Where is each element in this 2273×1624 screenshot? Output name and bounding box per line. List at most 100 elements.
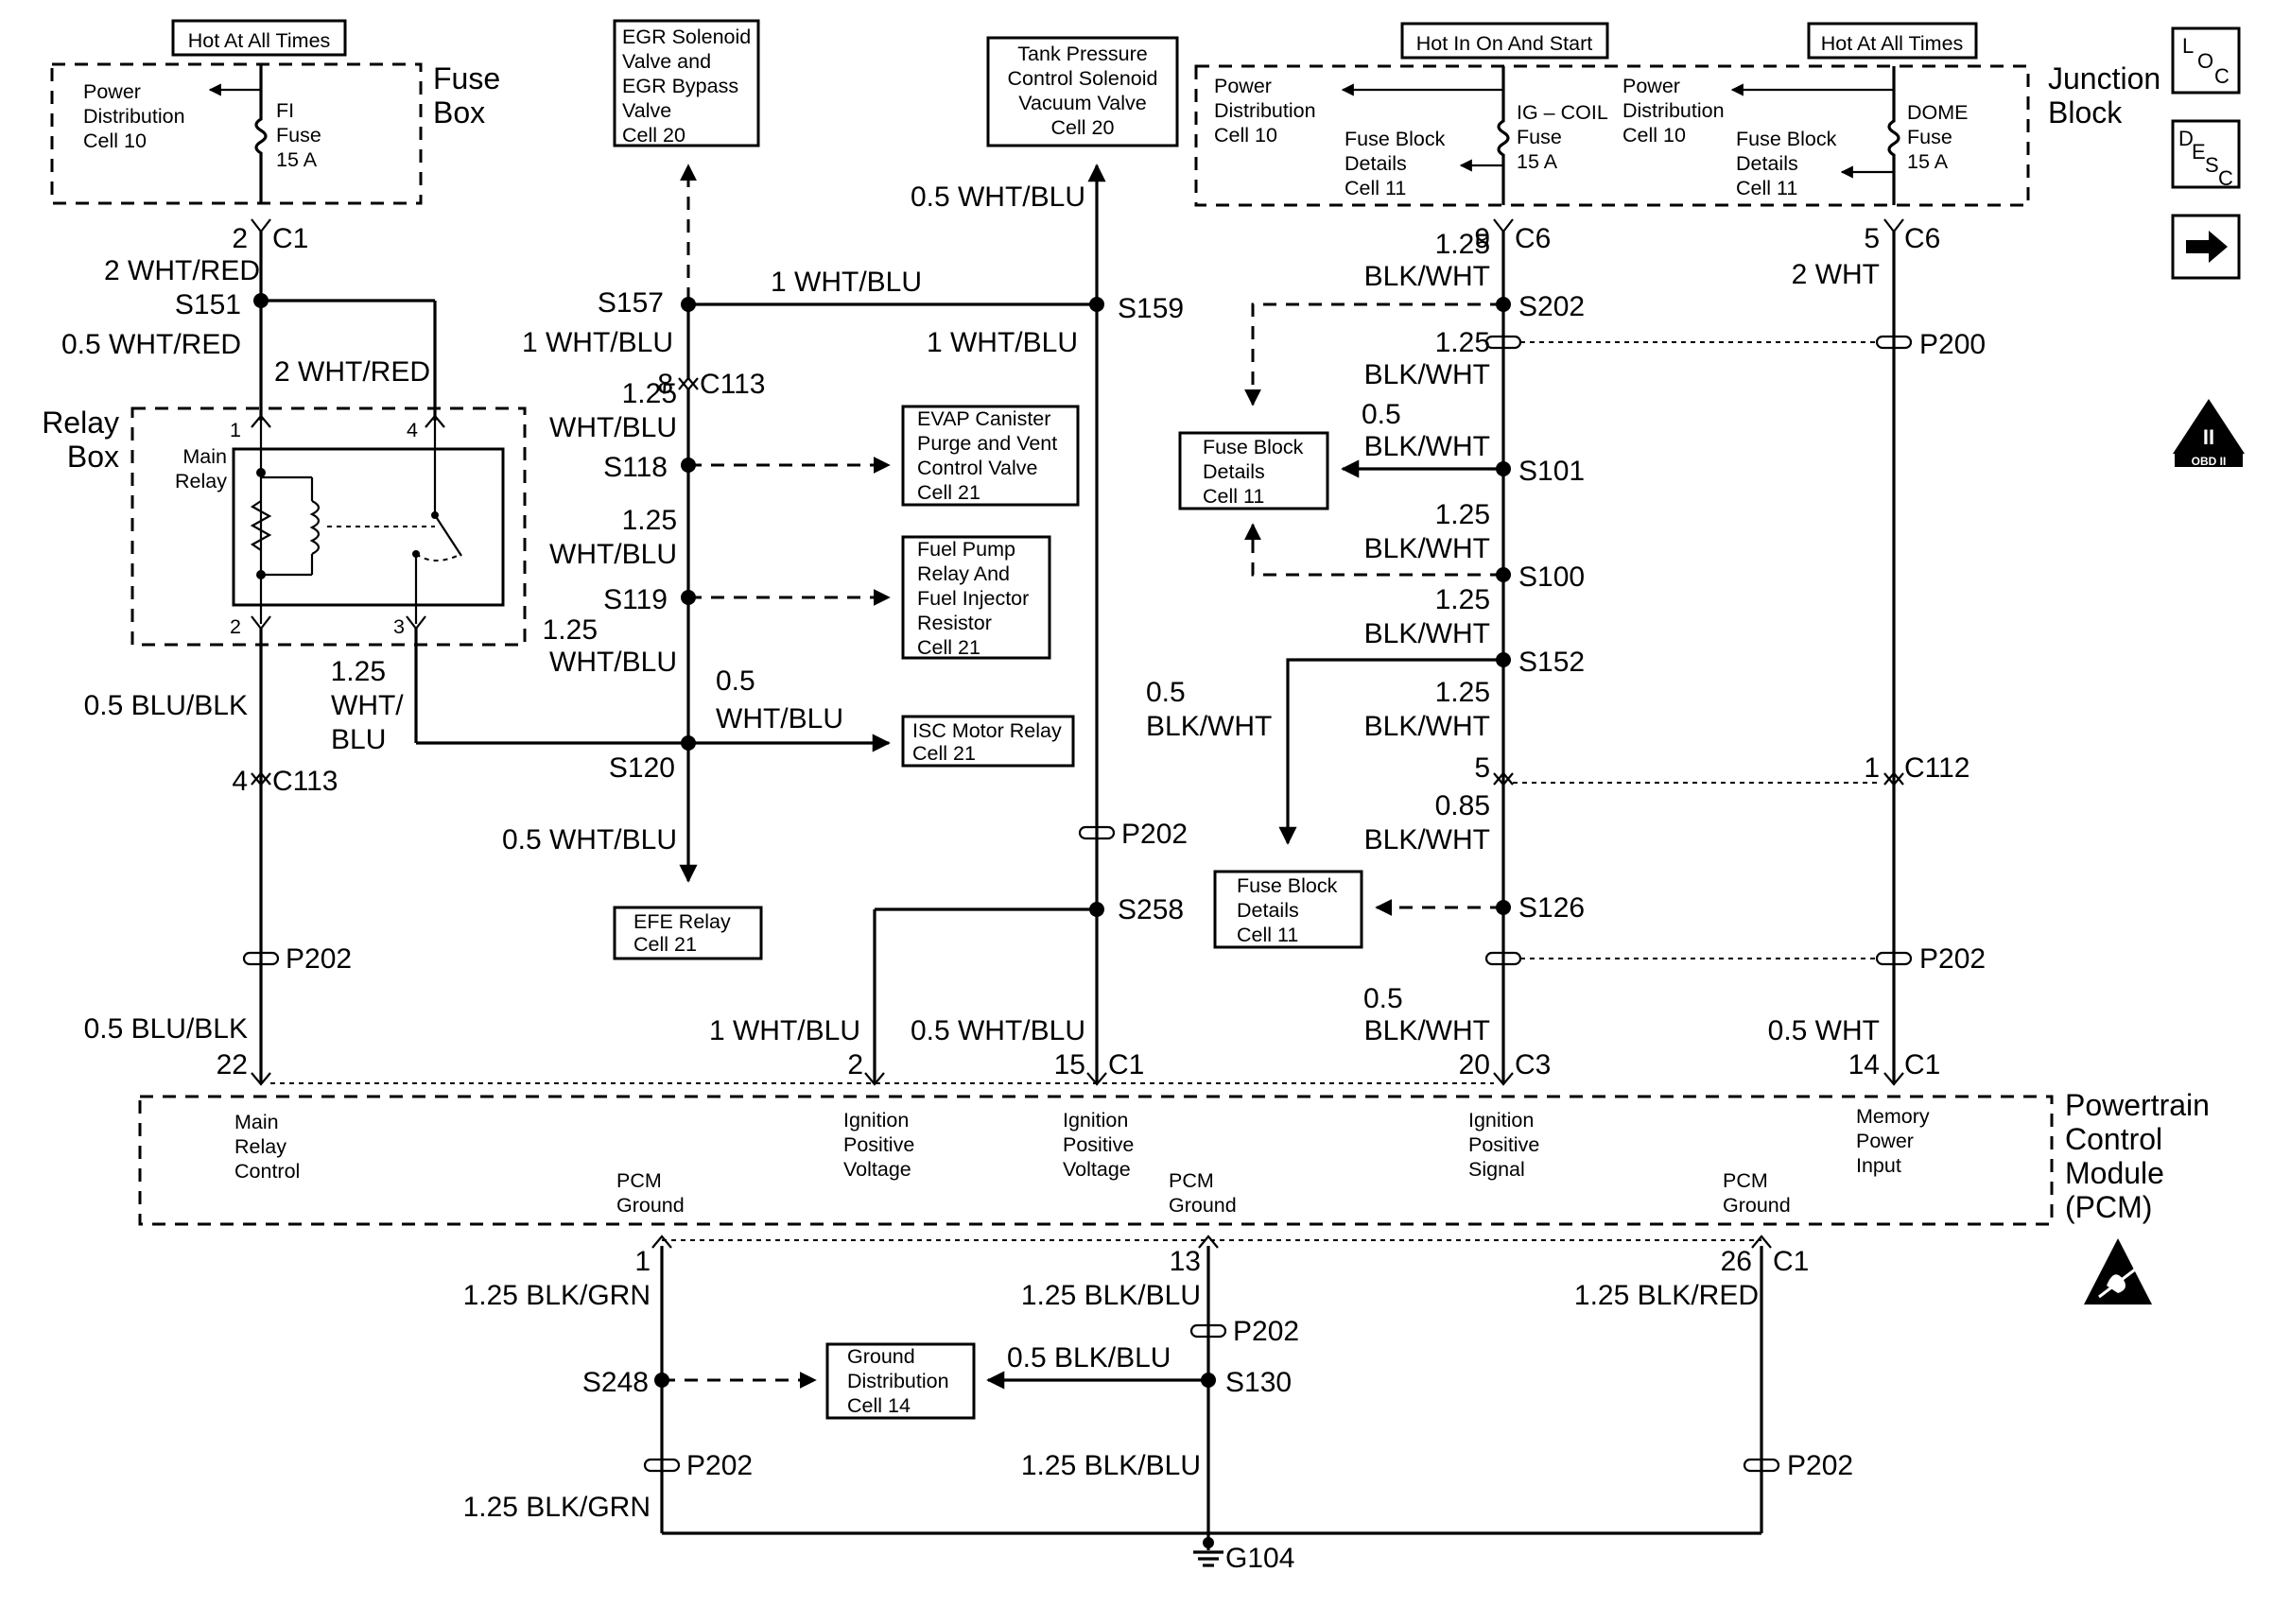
wire-1-25-blk-wht-e1: 1.25	[1435, 677, 1490, 708]
ground-distribution-reference[interactable]	[825, 1342, 976, 1420]
relay-box-title-1: Relay	[42, 406, 119, 440]
memory-power-a: Memory	[1856, 1105, 1930, 1128]
fuel-pump-ref-1: Fuel Pump	[917, 538, 1015, 561]
desc-e: E	[2192, 140, 2206, 164]
splice-s159	[1089, 297, 1104, 312]
splice-s157-label: S157	[598, 287, 664, 319]
p202-label-a: P202	[286, 943, 352, 975]
wire-1-25-wht-blu-a1: 1.25	[622, 378, 677, 409]
ign-pos-signal-a: Ignition	[1468, 1109, 1534, 1132]
pcm-module: Powertrain Control Module (PCM) Main Rel…	[138, 1082, 2210, 1241]
wire-1-25-blk-wht-c2: BLK/WHT	[1364, 533, 1490, 564]
obd-ii-numeral: II	[2203, 425, 2214, 449]
loc-l: L	[2182, 34, 2194, 58]
c1-connector-label: C1	[272, 223, 308, 254]
egr-reference-box[interactable]	[613, 19, 760, 147]
desc-s: S	[2205, 153, 2219, 177]
connector-c113-icon	[251, 772, 271, 786]
wire-0-5-blu-blk: 0.5 BLU/BLK	[84, 690, 248, 721]
wire-1-25-blk-wht-a2: BLK/WHT	[1364, 261, 1490, 292]
ign-pos-volt-2-b: Positive	[1063, 1133, 1134, 1156]
wire-0-5-wht-blu-isc-2: WHT/BLU	[716, 703, 843, 734]
wire-2-wht: 2 WHT	[1792, 259, 1880, 290]
fbd-a-1: Fuse Block	[1203, 436, 1304, 458]
ign-pos-volt-2-a: Ignition	[1063, 1109, 1128, 1132]
obd-ii-icon: II OBD II	[2173, 399, 2245, 468]
fuel-pump-ref-5: Cell 21	[917, 636, 980, 659]
hot-at-all-times-label-jb: Hot At All Times	[1821, 32, 1964, 55]
pcm-ground-2-a: PCM	[1169, 1169, 1214, 1192]
relay-pin-3: 3	[393, 615, 405, 638]
pcm-ground-pin-26: 26	[1721, 1246, 1752, 1277]
fuse-block-details-reference-b[interactable]	[1213, 870, 1363, 949]
wire-0-5-wht: 0.5 WHT	[1768, 1015, 1880, 1046]
fuel-pump-ref-2: Relay And	[917, 562, 1010, 585]
wire-0-5-blk-wht-a2: BLK/WHT	[1364, 431, 1490, 462]
tank-ref-2: Control Solenoid	[1008, 67, 1158, 90]
c1-pin-2: 2	[232, 223, 248, 254]
wire-1-25-wht-blu-b1: 1.25	[622, 505, 677, 536]
wire-1-25-blk-blu-b: 1.25 BLK/BLU	[1021, 1450, 1201, 1481]
fuel-pump-reference-box[interactable]	[901, 535, 1051, 660]
pcm-title-4: (PCM)	[2065, 1190, 2152, 1224]
power-dist-label-3: Cell 10	[83, 130, 147, 152]
wire-1-25-blk-wht-d1: 1.25	[1435, 584, 1490, 615]
pcm-pin-20: 20	[1459, 1049, 1490, 1080]
fuse-block-details-reference-a[interactable]	[1178, 431, 1329, 510]
ground-circuit: 1 13 26 C1 1.25 BLK/GRN 1.25 BLK/BLU 1.2…	[463, 1235, 1853, 1574]
esd-warning-icon	[2084, 1238, 2152, 1304]
c112-label: C112	[1904, 752, 1970, 784]
tank-pressure-reference-box[interactable]	[986, 36, 1179, 147]
next-page-button[interactable]	[2171, 214, 2241, 280]
evap-reference-box[interactable]	[901, 405, 1080, 507]
hot-at-all-times-label-box	[171, 19, 347, 57]
nav-icons: L O C D E S C II OBD II	[2084, 26, 2245, 1304]
ground-dist-3: Cell 14	[847, 1394, 911, 1417]
jb-fbd-left-1: Fuse Block	[1345, 128, 1446, 150]
desc-c: C	[2218, 166, 2233, 190]
wire-0-5-wht-blu-d: 0.5 WHT/BLU	[911, 1015, 1085, 1046]
ign-pos-signal-c: Signal	[1468, 1158, 1525, 1181]
ign-pos-volt-2-c: Voltage	[1063, 1158, 1131, 1181]
fuse-box-title-2: Box	[433, 95, 485, 130]
efe-reference-box[interactable]	[613, 906, 763, 960]
egr-ref-3: EGR Bypass	[622, 75, 738, 97]
connector-c113-top-icon	[678, 377, 699, 391]
relay-box-title-2: Box	[67, 440, 119, 474]
connector-p202-g-icon	[1743, 1458, 1780, 1473]
wire-0-85-blk-wht-1: 0.85	[1435, 790, 1490, 821]
ignition-signal-circuit: 1.25 BLK/WHT S202 P200 1.25 BLK/WHT 0.5 …	[1146, 229, 1986, 1086]
wire-1-25-wht-blu-1: 1.25	[331, 656, 386, 687]
wire-0-5-blk-wht-c2: BLK/WHT	[1364, 1015, 1490, 1046]
pcm-conn-c1-top: C1	[1108, 1049, 1144, 1080]
junction-block-title-2: Block	[2048, 95, 2123, 130]
junction-block-title-1: Junction	[2048, 61, 2160, 95]
p202-label-g: P202	[1787, 1450, 1853, 1481]
jb-fbd-left-2: Details	[1345, 152, 1407, 175]
relay-pin-2: 2	[230, 615, 241, 638]
fbd-a-2: Details	[1203, 460, 1265, 483]
fuse-box: Hot At All Times Fuse Box Power Distribu…	[50, 19, 500, 254]
isc-reference-box[interactable]	[901, 715, 1075, 768]
dome-fuse-icon	[1887, 66, 1900, 205]
fi-fuse-label-3: 15 A	[276, 148, 318, 171]
main-relay-control-3: Control	[234, 1160, 300, 1183]
p200-label: P200	[1919, 329, 1986, 360]
pcm-pin-2: 2	[847, 1049, 863, 1080]
wire-1-25-blk-grn-a: 1.25 BLK/GRN	[463, 1280, 651, 1311]
description-button[interactable]: D E S C	[2171, 119, 2241, 190]
wire-1-25-blk-wht-d2: BLK/WHT	[1364, 618, 1490, 649]
pcm-ground-conn-c1: C1	[1773, 1246, 1809, 1277]
connector-p202-e-icon	[1189, 1323, 1227, 1339]
ig-coil-label-3: 15 A	[1517, 150, 1558, 173]
isc-ref-2: Cell 21	[912, 742, 976, 765]
relay-coil-icon	[309, 500, 321, 555]
pcm-ground-2-b: Ground	[1169, 1194, 1237, 1217]
connector-c1-icon	[251, 218, 271, 233]
hot-at-all-times-label: Hot At All Times	[188, 29, 331, 52]
location-button[interactable]: L O C	[2171, 26, 2241, 95]
fbd-b-2: Details	[1237, 899, 1299, 922]
efe-ref-1: EFE Relay	[633, 910, 731, 933]
hot-in-on-start-label: Hot In On And Start	[1416, 32, 1592, 55]
connector-p202-b-icon	[1078, 825, 1116, 840]
